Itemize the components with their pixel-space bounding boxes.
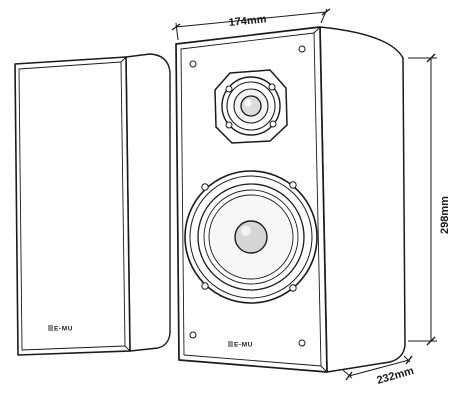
tweeter-dome-highlight [244,99,252,107]
screw-icon [289,284,297,292]
width-dimension-line [175,11,327,28]
woofer [184,170,318,304]
screw-icon [189,331,197,339]
width-extension-left [175,22,179,41]
front-speaker-brand-label: E-MU [234,342,253,349]
woofer-dust-cap-highlight [241,226,251,236]
rear-speaker-side-panel [125,53,171,352]
tweeter-dome [240,95,262,117]
width-dimension-label: 174mm [228,13,267,29]
screw-icon [298,339,306,347]
screw-icon [298,45,306,53]
screw-icon [225,85,233,93]
rear-speaker-front-panel [14,56,131,356]
woofer-dust-cap [234,220,268,254]
front-speaker-logo: E-MU [228,341,253,349]
height-dimension [408,53,437,346]
front-speaker-screws [189,45,306,347]
height-dimension-label: 298mm [439,196,451,234]
depth-extension-front [342,369,353,379]
screw-icon [201,282,209,290]
emu-logo-icon [48,325,53,331]
depth-dimension [342,355,413,381]
screw-icon [201,183,209,191]
rear-speaker-logo: E-MU [48,325,73,333]
screw-icon [269,120,277,128]
rear-speaker-brand-label: E-MU [54,326,73,333]
screw-icon [189,60,197,68]
screw-icon [268,83,276,91]
emu-logo-icon [228,341,233,347]
depth-dimension-line [348,359,410,377]
depth-dimension-label: 232mm [376,365,416,387]
front-speaker-side-panel [319,26,406,373]
screw-icon [225,121,233,129]
rear-speaker [14,53,171,356]
screw-icon [289,181,297,189]
width-dimension [171,8,331,41]
tweeter [214,69,288,144]
